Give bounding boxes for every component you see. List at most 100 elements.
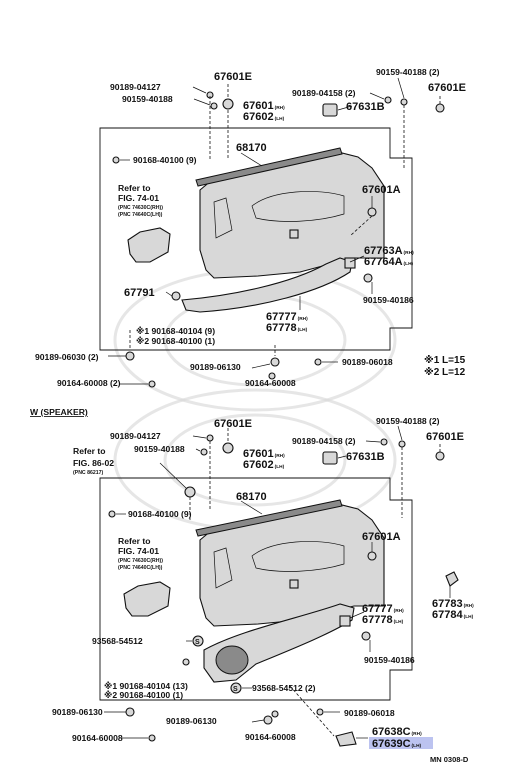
lower-label-c11: 90168-40100 (9) bbox=[128, 509, 192, 519]
lower-label-c20: ※2 90168-40100 (1) bbox=[104, 690, 183, 700]
lower-label-c23: 90164-60008 bbox=[72, 733, 123, 743]
lower-clip-67783 bbox=[445, 571, 459, 587]
lower-nut-60008 bbox=[271, 710, 279, 718]
upper-armrest-recess bbox=[251, 191, 345, 222]
lower-label-c14: 67778(LH) bbox=[362, 614, 404, 626]
lower-screw-04127 bbox=[206, 434, 214, 442]
upper-nut-60008 bbox=[268, 372, 276, 380]
lower-screw-symbol-label-2: S bbox=[233, 686, 238, 693]
upper-label-c16: 90159-40186 bbox=[363, 295, 414, 305]
lower-screw-40188-r bbox=[398, 440, 406, 448]
lower-clip-40100 bbox=[108, 510, 116, 518]
lower-refer-a-line1: Refer to bbox=[73, 446, 105, 456]
lower-refer-b-line4: (PNC 74640C(LH)) bbox=[118, 565, 163, 571]
lower-clip-67601e bbox=[222, 442, 234, 454]
lower-label-c27: 67638C(RH) bbox=[372, 726, 422, 738]
upper-length-note-1: ※1 L=15 bbox=[424, 354, 466, 366]
lower-refer-b-line1: Refer to bbox=[118, 536, 150, 546]
lower-label-c8: 90159-40188 (2) bbox=[376, 416, 440, 426]
lower-screw-symbol-label-1: S bbox=[195, 639, 200, 646]
lower-screw-04158 bbox=[380, 438, 388, 446]
lower-label-c15: 67783(RH) bbox=[432, 598, 474, 610]
upper-label-c2: 90159-40188 bbox=[122, 94, 173, 104]
upper-label-c21: 90189-06030 (2) bbox=[35, 352, 99, 362]
lower-refer-a-line3: (PNC 86217) bbox=[73, 470, 104, 476]
upper-bolt-06130 bbox=[270, 357, 280, 367]
upper-label-c6: 90189-04158 (2) bbox=[292, 88, 356, 98]
lower-refer-b-line3: (PNC 74630C(RH)) bbox=[118, 558, 163, 564]
lower-screw-symbol-1 bbox=[192, 635, 204, 647]
lower-label-c13: 67777(RH) bbox=[362, 603, 404, 615]
lower-nut-60008-l bbox=[148, 734, 156, 742]
lower-label-c16: 67784(LH) bbox=[432, 609, 474, 621]
footer-code: MN 0308-D bbox=[430, 755, 469, 764]
lower-label-c9: 67601E bbox=[426, 431, 464, 443]
lower-label-c28: 67639C(LH) bbox=[372, 738, 422, 750]
upper-refer-line1: Refer to bbox=[118, 183, 150, 193]
upper-screw-40188 bbox=[210, 102, 218, 110]
lower-label-c28-highlight bbox=[369, 737, 433, 749]
lower-label-c18: 90159-40186 bbox=[364, 655, 415, 665]
lower-weatherstrip-68170 bbox=[195, 499, 343, 537]
upper-label-c14: 67764A(LH) bbox=[364, 256, 414, 268]
lower-inside-handle bbox=[123, 581, 171, 617]
lower-label-c17: 93568-54512 bbox=[92, 636, 143, 646]
upper-weatherstrip-68170 bbox=[195, 147, 343, 187]
lower-label-c3: 67601E bbox=[214, 418, 252, 430]
upper-clip-67791 bbox=[171, 291, 181, 301]
upper-clip-40100 bbox=[112, 156, 120, 164]
lower-label-c24: 90189-06130 bbox=[166, 716, 217, 726]
lower-screw-40188 bbox=[200, 448, 208, 456]
lower-screw-40186 bbox=[361, 631, 371, 641]
upper-screw-40186 bbox=[363, 273, 373, 283]
upper-label-c25: 90189-06018 bbox=[342, 357, 393, 367]
lower-frame bbox=[99, 477, 413, 701]
upper-label-c12: 67601A bbox=[362, 184, 401, 196]
upper-label-c10: 68170 bbox=[236, 142, 267, 154]
upper-label-c18: 67778(LH) bbox=[266, 322, 308, 334]
lower-door-trim-panel bbox=[199, 503, 385, 627]
lower-bolt-06018 bbox=[316, 708, 324, 716]
upper-label-c13: 67763A(RH) bbox=[364, 245, 414, 257]
upper-refer-line4: (PNC 74640C(LH)) bbox=[118, 212, 163, 218]
lower-label-c4: 67601(RH) bbox=[243, 448, 285, 460]
upper-small-clip bbox=[289, 229, 299, 239]
upper-label-c11: 90168-40100 (9) bbox=[133, 155, 197, 165]
upper-label-c8: 90159-40188 (2) bbox=[376, 67, 440, 77]
lower-switch-67631b bbox=[322, 451, 338, 465]
upper-label-c3: 67601E bbox=[214, 71, 252, 83]
upper-refer-line3: (PNC 74630C(RH)) bbox=[118, 205, 163, 211]
upper-screw-40188-r bbox=[400, 98, 408, 106]
upper-length-note-2: ※2 L=12 bbox=[424, 366, 466, 378]
section-title-speaker: W (SPEAKER) bbox=[30, 407, 88, 417]
upper-nut-60008-l bbox=[148, 380, 156, 388]
upper-label-c5: 67602(LH) bbox=[243, 111, 285, 123]
lower-speaker-grille bbox=[215, 645, 249, 675]
upper-screw-04158 bbox=[384, 96, 392, 104]
lower-trim-pocket bbox=[213, 547, 233, 589]
lower-bracket-67777 bbox=[339, 615, 351, 627]
lower-bolt-06130 bbox=[263, 715, 273, 725]
upper-frame bbox=[99, 127, 413, 351]
lower-bolt-06130-l bbox=[125, 707, 135, 717]
lower-label-c1: 90189-04127 bbox=[110, 431, 161, 441]
upper-label-c4: 67601(RH) bbox=[243, 100, 285, 112]
upper-bolt-06030 bbox=[125, 351, 135, 361]
lower-screw-symbol-2 bbox=[230, 682, 242, 694]
upper-label-c23: 90189-06130 bbox=[190, 362, 241, 372]
upper-inside-handle bbox=[127, 227, 171, 263]
upper-label-c1: 90189-04127 bbox=[110, 82, 161, 92]
upper-assembly: 90189-04127 90159-40188 67601E 67601(RH)… bbox=[35, 67, 466, 388]
lower-armrest-recess bbox=[251, 541, 345, 572]
lower-label-c10: 68170 bbox=[236, 491, 267, 503]
lower-clip-40104 bbox=[182, 658, 190, 666]
lower-label-c2: 90159-40188 bbox=[134, 444, 185, 454]
lower-clip-67601a bbox=[367, 551, 377, 561]
upper-switch-67631b bbox=[322, 103, 338, 117]
upper-clip-67601a bbox=[367, 207, 377, 217]
lower-assembly: S S 90189-04127 90159-40188 67601E 67601… bbox=[52, 416, 474, 750]
lower-small-clip bbox=[289, 579, 299, 589]
upper-clip-67601e bbox=[222, 98, 234, 110]
upper-trim-pocket bbox=[213, 197, 233, 239]
